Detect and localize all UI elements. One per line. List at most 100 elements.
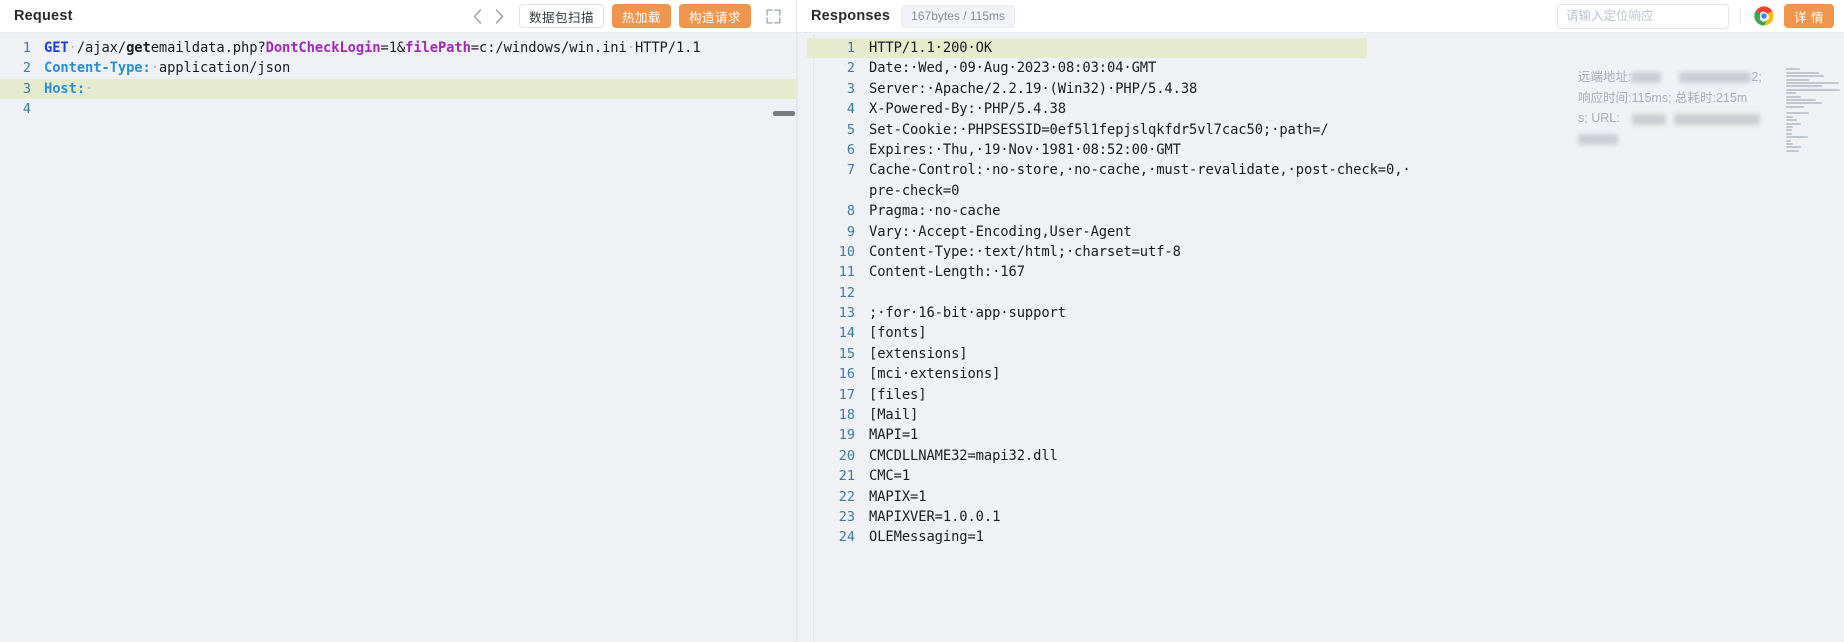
minimap-line xyxy=(1786,71,1820,74)
response-line: 15[extensions] xyxy=(807,344,1844,364)
request-line-number: 4 xyxy=(22,101,31,118)
next-request-button[interactable] xyxy=(489,4,511,28)
response-line-number: 24 xyxy=(838,529,855,546)
request-line: 4 xyxy=(0,99,796,119)
prev-request-button[interactable] xyxy=(467,4,489,28)
response-line: 21 CMC=1 xyxy=(807,466,1844,486)
response-line-text: MAPIX=1 xyxy=(869,488,927,505)
response-line-number: 21 xyxy=(838,468,855,485)
response-line: 3 Server:·Apache/2.2.19·(Win32)·PHP/5.4.3… xyxy=(807,79,1844,99)
response-line-number: 4 xyxy=(846,101,855,118)
minimap-line xyxy=(1786,149,1800,152)
response-line: 13;·for·16-bit·app·support xyxy=(807,303,1844,323)
request-editor[interactable]: 1 GET·/ajax/getemaildata.php?DontCheckLog… xyxy=(0,33,796,642)
request-line-number: 2 xyxy=(22,60,31,77)
response-line-text: X-Powered-By:·PHP/5.4.38 xyxy=(869,101,1066,118)
response-line-text: Content-Length:·167 xyxy=(869,264,1025,281)
response-line-text: Server:·Apache/2.2.19·(Win32)·PHP/5.4.38 xyxy=(869,80,1198,97)
toolbar-divider xyxy=(1740,7,1742,25)
responses-panel-title: Responses xyxy=(811,8,891,24)
response-line-text: HTTP/1.1·200·OK xyxy=(869,40,993,56)
response-line-number: 20 xyxy=(838,447,855,464)
response-line-text: [mci·extensions] xyxy=(869,366,1001,383)
request-line-number: 1 xyxy=(22,40,31,56)
response-line-text: CMCDLLNAME32=mapi32.dll xyxy=(869,447,1058,464)
response-line-number: 10 xyxy=(838,243,855,260)
response-line-text: Expires:·Thu,·19·Nov·1981·08:52:00·GMT xyxy=(869,141,1181,158)
request-toolbar: Request 数据包扫描 热加载 构造请求 xyxy=(0,0,796,33)
request-horizontal-scrollbar[interactable] xyxy=(773,111,795,116)
minimap-line xyxy=(1786,136,1808,139)
request-panel-title: Request xyxy=(14,8,73,24)
response-line-text: Date:·Wed,·09·Aug·2023·08:03:04·GMT xyxy=(869,60,1157,77)
detail-button[interactable]: 详 情 xyxy=(1784,4,1834,28)
response-line: 9 Vary:·Accept-Encoding,User-Agent xyxy=(807,222,1844,242)
response-line-text: Set-Cookie:·PHPSESSID=0ef5l1fepjslqkfdr5… xyxy=(869,121,1329,138)
response-line-number: 9 xyxy=(846,223,855,240)
code-minimap[interactable] xyxy=(1782,67,1844,642)
response-search[interactable] xyxy=(1557,3,1730,29)
build-request-button[interactable]: 构造请求 xyxy=(678,4,751,28)
minimap-line xyxy=(1786,139,1791,142)
response-line-text: Pragma:·no-cache xyxy=(869,203,1001,220)
response-line-number: 23 xyxy=(838,508,855,525)
response-search-input[interactable] xyxy=(1558,4,1729,28)
expand-request-button[interactable] xyxy=(760,4,786,28)
chevron-right-icon xyxy=(496,8,504,24)
response-line: 12 xyxy=(807,283,1844,303)
responses-gutter-rail xyxy=(813,33,814,642)
response-line-number: 18 xyxy=(838,407,855,424)
request-line-text: GET·/ajax/getemaildata.php?DontCheckLogi… xyxy=(44,40,701,56)
responses-panel: Responses 167bytes / 115ms xyxy=(797,0,1844,642)
request-code-lines: 1 GET·/ajax/getemaildata.php?DontCheckLog… xyxy=(0,33,796,120)
response-line-number: 22 xyxy=(838,488,855,505)
response-line: 11 Content-Length:·167 xyxy=(807,262,1844,282)
minimap-line xyxy=(1786,119,1798,122)
responses-left-rail xyxy=(797,33,798,642)
minimap-line xyxy=(1786,85,1823,88)
response-line-number: 12 xyxy=(838,284,855,301)
responses-toolbar: Responses 167bytes / 115ms xyxy=(797,0,1844,33)
response-line-text: Vary:·Accept-Encoding,User-Agent xyxy=(869,223,1132,240)
minimap-line xyxy=(1786,78,1809,81)
response-line-text: [extensions] xyxy=(869,345,968,362)
minimap-line xyxy=(1786,142,1793,145)
response-line: 10 Content-Type:·text/html;·charset=utf-8 xyxy=(807,242,1844,262)
response-line-text: Cache-Control:·no-store,·no-cache,·must-… xyxy=(869,162,1411,179)
hot-reload-button[interactable]: 热加载 xyxy=(611,4,671,28)
request-line: 2 Content-Type:·application/json xyxy=(0,58,796,78)
minimap-line xyxy=(1786,88,1840,91)
minimap-line xyxy=(1786,115,1793,118)
response-line-number: 19 xyxy=(838,427,855,444)
minimap-line xyxy=(1786,129,1792,132)
request-line-text: Content-Type:·application/json xyxy=(44,60,291,77)
response-line-text: Content-Type:·text/html;·charset=utf-8 xyxy=(869,243,1181,260)
request-line: 1 GET·/ajax/getemaildata.php?DontCheckLog… xyxy=(0,38,796,58)
packet-scan-button[interactable]: 数据包扫描 xyxy=(518,4,604,28)
minimap-line xyxy=(1786,75,1824,78)
open-in-chrome-button[interactable] xyxy=(1752,6,1776,26)
response-line-text: [files] xyxy=(869,386,927,403)
response-line-number: 11 xyxy=(838,264,855,281)
response-size-time-badge: 167bytes / 115ms xyxy=(901,4,1016,28)
minimap-line xyxy=(1786,105,1805,108)
minimap-line xyxy=(1786,102,1823,105)
minimap-line xyxy=(1786,132,1792,135)
request-line-number: 3 xyxy=(22,80,31,97)
response-line: 4 X-Powered-By:·PHP/5.4.38 xyxy=(807,99,1844,119)
response-line-text: ;·for·16-bit·app·support xyxy=(869,305,1066,322)
response-line-number: 3 xyxy=(846,80,855,97)
response-line-number: 14 xyxy=(838,325,855,342)
response-line-text: CMC=1 xyxy=(869,468,911,485)
expand-fullscreen-icon xyxy=(766,9,780,23)
